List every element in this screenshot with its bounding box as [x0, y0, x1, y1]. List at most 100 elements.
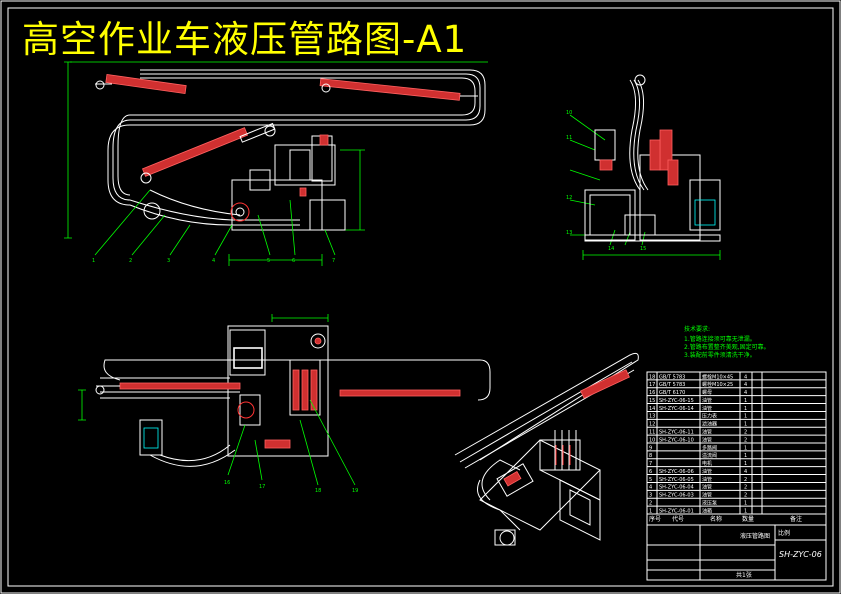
callout-label: 6	[292, 258, 295, 264]
inner-border	[7, 7, 834, 587]
parts-cell-qty: 1	[744, 422, 747, 428]
parts-cell-name: 油管	[702, 436, 712, 443]
parts-cell-no: 18	[649, 374, 655, 380]
parts-cell-name: 油管	[702, 429, 712, 436]
technical-notes: 技术要求: 1.管路连接须可靠无泄漏。 2.管路布置整齐美观,固定可靠。 3.装…	[684, 325, 770, 359]
parts-cell-no: 10	[649, 437, 655, 443]
parts-cell-no: 11	[649, 430, 655, 436]
parts-cell-qty: 1	[744, 508, 747, 514]
parts-cell-name: 油箱	[702, 507, 712, 514]
parts-cell-qty: 2	[744, 485, 747, 491]
drawing-title: 高空作业车液压管路图-A1	[22, 18, 468, 61]
parts-cell-name: 滤油器	[702, 421, 717, 428]
callout-label: 12	[566, 195, 572, 201]
callout-label: 10	[566, 110, 572, 116]
title-block-name: 液压管路图	[740, 532, 770, 540]
callout-label: 2	[129, 258, 132, 264]
parts-cell-name: 油管	[702, 476, 712, 483]
callout-label: 7	[332, 258, 335, 264]
front-view	[64, 61, 488, 266]
callout-label: 11	[566, 135, 572, 141]
callout-label: 1	[92, 258, 95, 264]
callout-label: 14	[608, 246, 614, 252]
parts-header-name: 名称	[710, 515, 722, 523]
parts-cell-no: 8	[649, 453, 652, 459]
notes-heading: 技术要求:	[684, 325, 710, 333]
parts-cell-code: SH-ZYC-06-04	[659, 485, 694, 491]
parts-cell-qty: 1	[744, 414, 747, 420]
front-view-callouts: 1 2 3 4 5 6 7	[92, 258, 335, 264]
parts-cell-no: 2	[649, 501, 652, 507]
parts-header-qty: 数量	[742, 515, 754, 523]
callout-label: 18	[315, 488, 321, 494]
parts-cell-no: 14	[649, 406, 655, 412]
callout-label: 4	[212, 258, 215, 264]
callout-label: 16	[224, 480, 230, 486]
parts-cell-no: 9	[649, 445, 652, 451]
parts-cell-code: SH-ZYC-06-10	[659, 437, 694, 443]
parts-cell-code: SH-ZYC-06-14	[659, 406, 694, 412]
top-view-callouts: 16 17 18 19	[224, 480, 358, 494]
parts-cell-qty: 4	[744, 374, 747, 380]
parts-cell-name: 多路阀	[702, 444, 717, 451]
parts-cell-qty: 2	[744, 430, 747, 436]
title-block-scale: 比例	[778, 529, 790, 537]
parts-cell-name: 油管	[702, 405, 712, 412]
parts-cell-no: 5	[649, 477, 652, 483]
parts-cell-qty: 2	[744, 437, 747, 443]
parts-cell-name: 油管	[702, 484, 712, 491]
parts-cell-name: 液压泵	[702, 500, 717, 507]
parts-cell-name: 螺栓M10×45	[702, 373, 733, 380]
parts-header-no: 序号	[649, 515, 661, 523]
parts-cell-no: 7	[649, 461, 652, 467]
parts-cell-name: 螺母	[702, 389, 712, 396]
callout-label: 3	[167, 258, 170, 264]
parts-header-code: 代号	[672, 515, 684, 523]
parts-cell-name: 油管	[702, 397, 712, 404]
parts-cell-no: 1	[649, 508, 652, 514]
parts-cell-code: SH-ZYC-06-03	[659, 493, 694, 499]
parts-cell-qty: 1	[744, 406, 747, 412]
parts-cell-no: 16	[649, 390, 655, 396]
title-block-sheet: 共1张	[736, 571, 752, 579]
isometric-view	[454, 352, 639, 546]
callout-label: 13	[566, 230, 572, 236]
top-view	[78, 314, 491, 486]
callout-label: 15	[640, 246, 646, 252]
notes-line: 1.管路连接须可靠无泄漏。	[684, 335, 756, 343]
parts-cell-name: 油管	[702, 492, 712, 499]
parts-cell-code: SH-ZYC-06-15	[659, 398, 694, 404]
parts-cell-no: 3	[649, 493, 652, 499]
parts-cell-no: 17	[649, 382, 655, 388]
drawing-number: SH-ZYC-06	[779, 550, 822, 559]
parts-cell-qty: 2	[744, 493, 747, 499]
parts-cell-qty: 1	[744, 461, 747, 467]
parts-cell-name: 螺栓M10×25	[702, 381, 733, 388]
parts-cell-code: GB/T 5783	[659, 374, 685, 380]
parts-cell-qty: 2	[744, 477, 747, 483]
parts-cell-qty: 1	[744, 453, 747, 459]
parts-cell-no: 12	[649, 422, 655, 428]
parts-list-table: 序号 代号 名称 数量 备注 液压管路图 比例 共1张 SH-ZYC-06 18…	[646, 371, 827, 581]
callout-label: 17	[259, 484, 265, 490]
parts-cell-no: 4	[649, 485, 652, 491]
notes-line: 2.管路布置整齐美观,固定可靠。	[684, 343, 770, 351]
parts-cell-code: SH-ZYC-06-06	[659, 469, 694, 475]
parts-cell-qty: 1	[744, 445, 747, 451]
parts-cell-qty: 4	[744, 382, 747, 388]
parts-cell-name: 压力表	[702, 413, 717, 420]
parts-cell-no: 13	[649, 414, 655, 420]
parts-cell-qty: 4	[744, 390, 747, 396]
parts-cell-no: 6	[649, 469, 652, 475]
parts-cell-code: GB/T 6170	[659, 390, 685, 396]
parts-cell-qty: 4	[744, 469, 747, 475]
callout-label: 19	[352, 488, 358, 494]
side-view-callouts: 10 11 12 13 14 15	[566, 110, 646, 252]
parts-cell-name: 油管	[702, 468, 712, 475]
side-view	[569, 74, 721, 260]
parts-cell-name: 溢流阀	[702, 452, 717, 459]
callout-label: 5	[267, 258, 270, 264]
